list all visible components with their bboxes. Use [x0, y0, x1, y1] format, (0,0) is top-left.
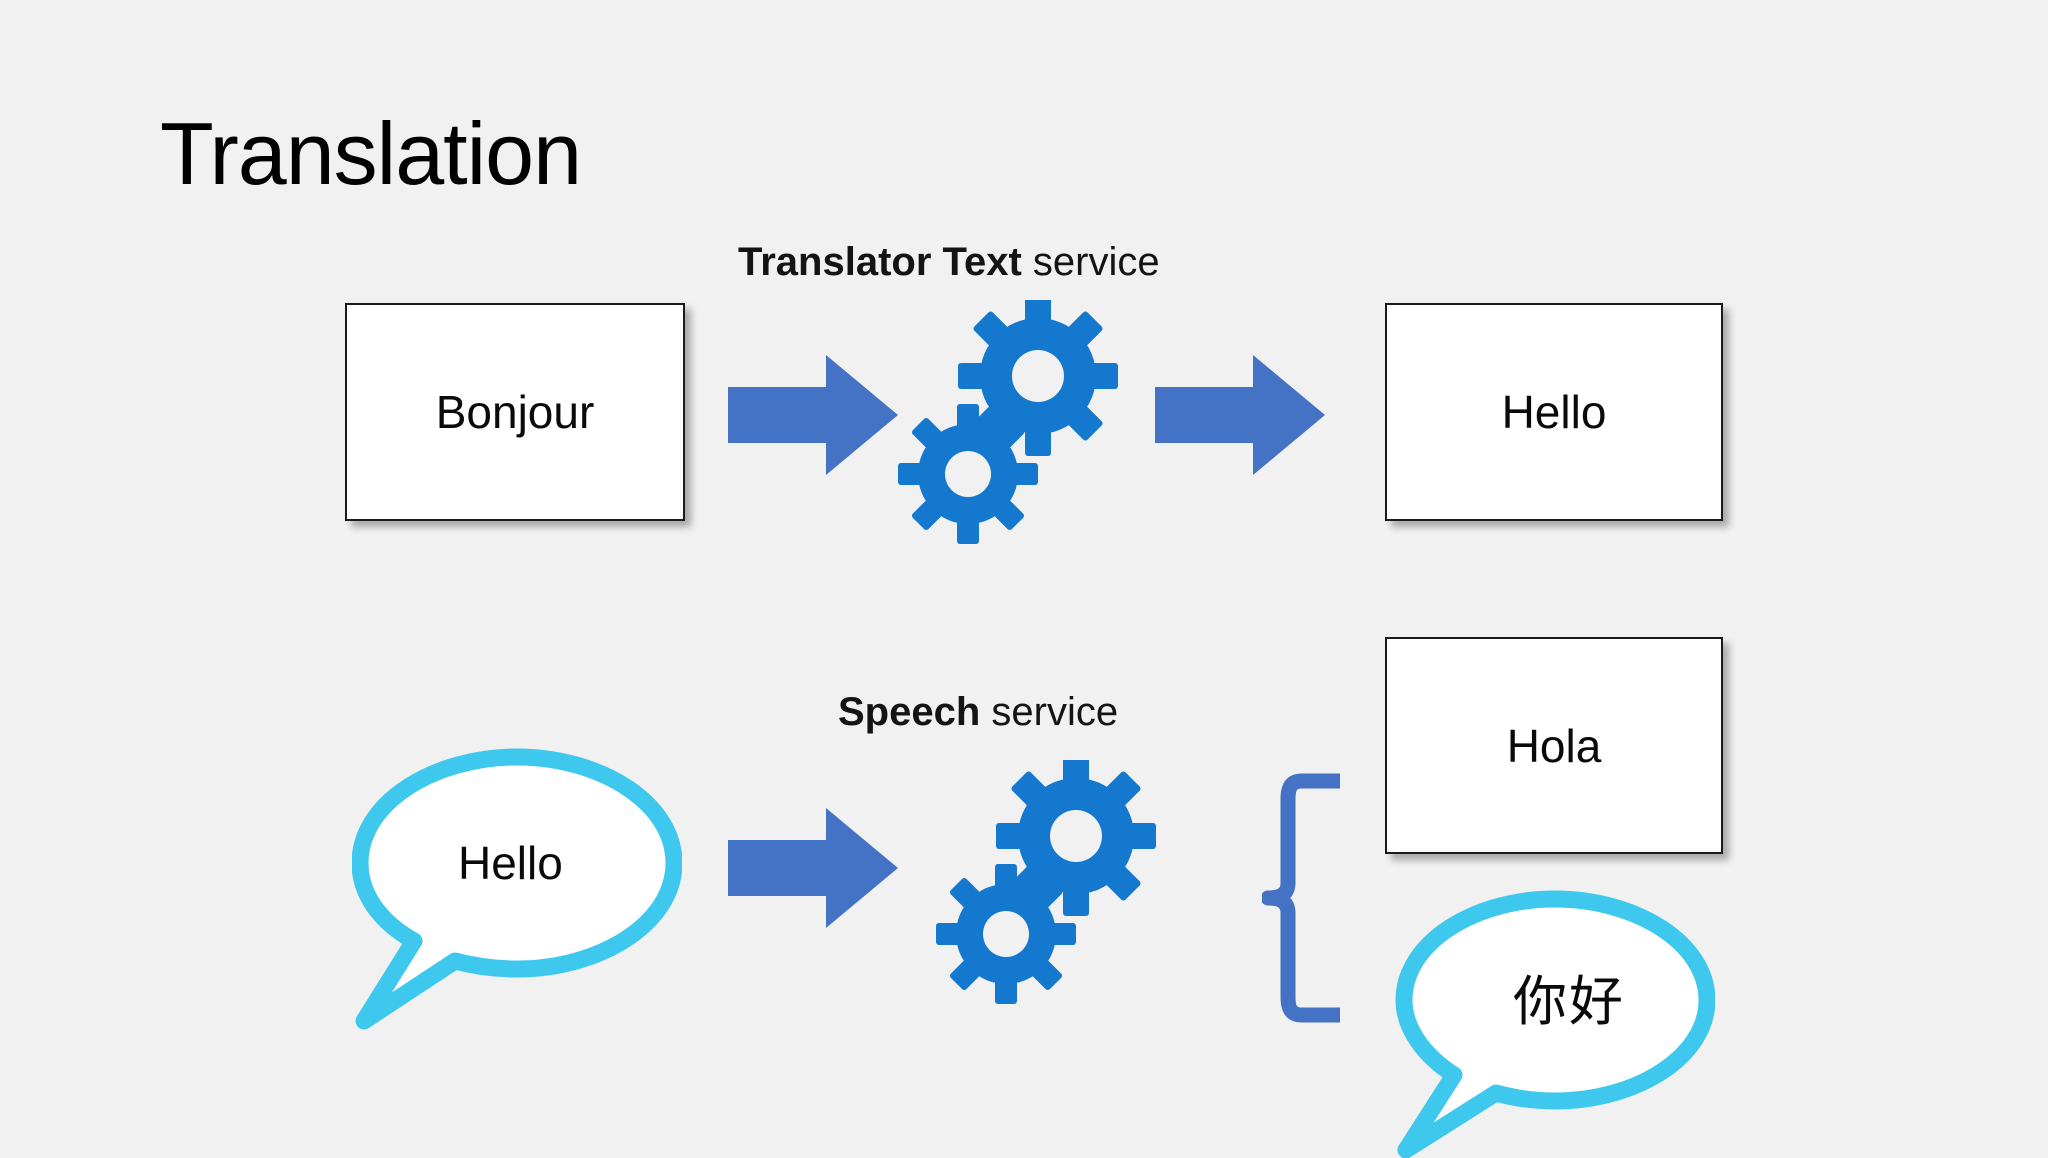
speech-bubble-icon	[1395, 890, 1715, 1158]
target-text-box-hello-label: Hello	[1501, 386, 1607, 438]
translator-text-service-caption: Translator Text service	[738, 242, 1160, 282]
target-text-box-hola-label: Hola	[1506, 719, 1602, 772]
gears-icon	[898, 300, 1118, 544]
speech-service-suffix: service	[980, 690, 1119, 734]
arrow-right-icon	[1155, 355, 1325, 475]
gears-icon	[936, 760, 1156, 1004]
curly-brace-icon	[1262, 773, 1340, 1023]
speech-service-name: Speech	[838, 690, 981, 734]
speech-service-caption: Speech service	[838, 692, 1118, 732]
source-text-box-bonjour: Bonjour	[345, 303, 685, 521]
page-title: Translation	[160, 104, 582, 203]
arrow-right-icon	[728, 355, 898, 475]
target-text-box-hola: Hola	[1385, 637, 1723, 854]
source-speech-bubble-hello-label: Hello	[458, 837, 563, 889]
source-text-box-bonjour-label: Bonjour	[435, 386, 595, 438]
translator-text-service-suffix: service	[1021, 240, 1160, 284]
speech-bubble-icon	[352, 748, 682, 1030]
target-text-box-hello: Hello	[1385, 303, 1723, 521]
translator-text-service-name: Translator Text	[738, 240, 1022, 284]
target-speech-bubble-nihao-label: 你好	[1513, 970, 1625, 1033]
arrow-right-icon	[728, 808, 898, 928]
